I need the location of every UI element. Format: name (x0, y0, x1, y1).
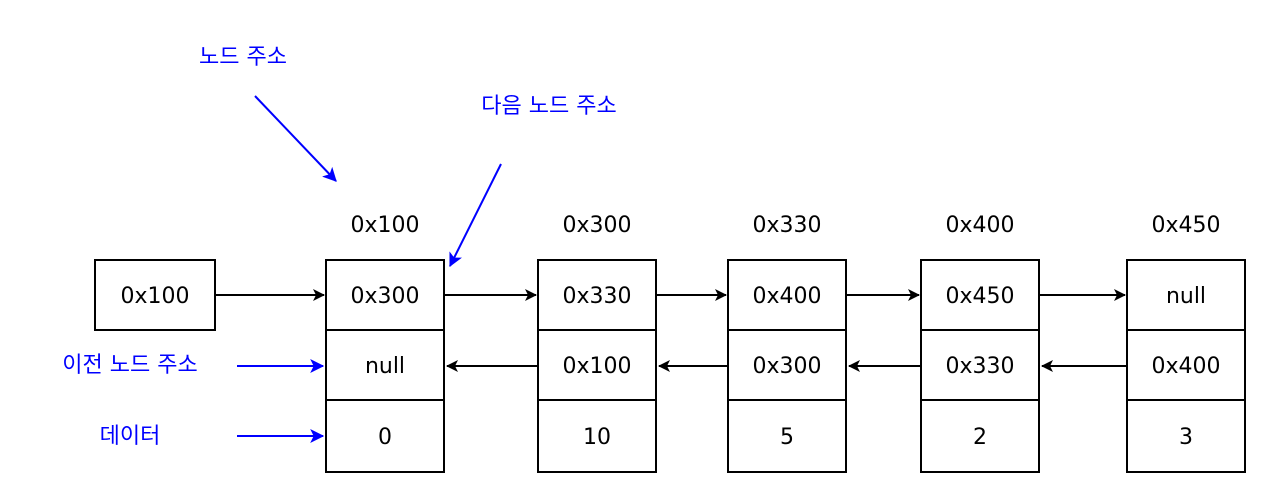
data-cell (727, 399, 847, 473)
data-value: 10 (583, 425, 611, 450)
prev-value: 0x400 (1151, 354, 1220, 379)
node: 0x450 null 0x400 3 (1126, 213, 1246, 473)
head-pointer-value: 0x100 (120, 284, 189, 309)
label-data: 데이터 (100, 424, 161, 449)
data-value: 5 (780, 425, 794, 450)
data-cell (537, 399, 657, 473)
next-address-arrow (449, 163, 502, 268)
prev-value: 0x300 (752, 354, 821, 379)
label-prev-node-address: 이전 노드 주소 (62, 353, 197, 378)
node-address: 0x330 (752, 213, 821, 238)
label-node-address: 노드 주소 (199, 45, 287, 70)
data-cell (325, 399, 445, 473)
data-value: 0 (378, 425, 392, 450)
next-cell (325, 259, 445, 331)
node: 0x300 0x330 0x100 10 (537, 213, 657, 473)
next-value: 0x300 (350, 284, 419, 309)
next-value: null (1166, 284, 1206, 309)
node-address: 0x450 (1151, 213, 1220, 238)
prev-value: 0x330 (945, 354, 1014, 379)
data-cell (920, 399, 1040, 473)
prev-cell (325, 329, 445, 401)
data-cell (1126, 399, 1246, 473)
node: 0x400 0x450 0x330 2 (920, 213, 1040, 473)
next-value: 0x400 (752, 284, 821, 309)
data-value: 3 (1179, 425, 1193, 450)
next-cell (727, 259, 847, 331)
label-next-node-address: 다음 노드 주소 (481, 94, 616, 119)
next-value: 0x450 (945, 284, 1014, 309)
data-value: 2 (973, 425, 987, 450)
prev-value: 0x100 (562, 354, 631, 379)
prev-cell (1126, 329, 1246, 401)
node: 0x100 0x300 null 0 (325, 213, 445, 473)
node-address: 0x400 (945, 213, 1014, 238)
node: 0x330 0x400 0x300 5 (727, 213, 847, 473)
prev-cell (920, 329, 1040, 401)
node-address: 0x300 (562, 213, 631, 238)
prev-value: null (365, 354, 405, 379)
node-address: 0x100 (350, 213, 419, 238)
next-value: 0x330 (562, 284, 631, 309)
node-address-arrow (254, 95, 337, 182)
next-cell (1126, 259, 1246, 331)
